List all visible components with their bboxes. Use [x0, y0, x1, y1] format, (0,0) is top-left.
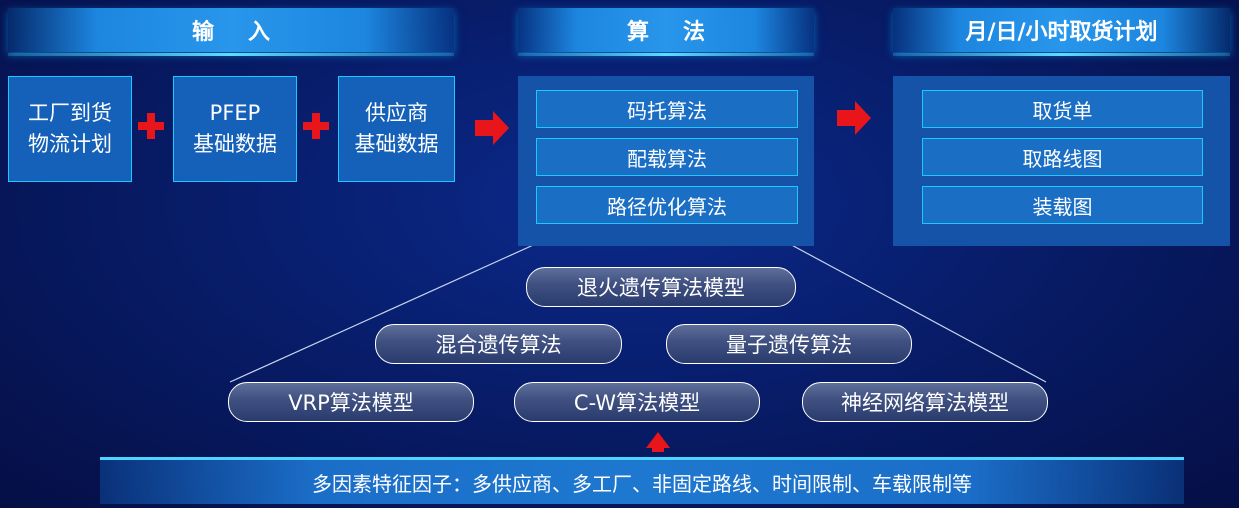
model-pill: 混合遗传算法	[375, 324, 622, 364]
model-pill-label: VRP算法模型	[288, 391, 414, 415]
algorithm-header: 算法	[518, 8, 814, 56]
factors-bar: 多因素特征因子：多供应商、多工厂、非固定路线、时间限制、车载限制等	[100, 457, 1184, 504]
model-pill-label: C-W算法模型	[573, 391, 701, 415]
output-item-label: 取路线图	[1022, 146, 1103, 171]
model-pill-label: 退火遗传算法模型	[577, 276, 745, 300]
algorithm-item-label: 码托算法	[627, 98, 707, 123]
right-arrow-icon	[837, 101, 871, 135]
model-pill: VRP算法模型	[228, 382, 474, 422]
algorithm-item: 码托算法	[536, 90, 798, 128]
plus-icon	[138, 113, 164, 139]
model-pill: 量子遗传算法	[666, 324, 912, 364]
output-item: 取货单	[922, 90, 1203, 128]
input-box-label: 供应商 基础数据	[354, 101, 439, 156]
right-arrow-icon	[475, 111, 509, 145]
algorithm-item: 路径优化算法	[536, 186, 798, 224]
model-pill-label: 神经网络算法模型	[841, 391, 1009, 415]
factors-label: 多因素特征因子：多供应商、多工厂、非固定路线、时间限制、车载限制等	[312, 471, 972, 496]
right-connector-line	[785, 241, 1047, 383]
input-header-label: 输入	[191, 20, 304, 45]
output-item: 取路线图	[922, 138, 1203, 176]
output-item: 装载图	[922, 186, 1203, 224]
plan-header-label: 月/日/小时取货计划	[965, 20, 1158, 45]
plus-icon	[303, 113, 329, 139]
model-pill: C-W算法模型	[514, 382, 760, 422]
left-connector-line	[229, 241, 541, 383]
output-item-label: 装载图	[1032, 194, 1093, 219]
input-box-factory-plan: 工厂到货 物流计划	[8, 76, 132, 182]
algorithm-panel: 码托算法 配载算法 路径优化算法	[518, 76, 814, 246]
algorithm-header-label: 算法	[626, 20, 739, 45]
model-pill: 神经网络算法模型	[802, 382, 1048, 422]
input-header: 输入	[8, 8, 454, 56]
output-panel: 取货单 取路线图 装载图	[893, 76, 1230, 246]
input-box-pfep: PFEP 基础数据	[173, 76, 297, 182]
input-box-label: 工厂到货 物流计划	[28, 101, 112, 156]
model-pill-label: 混合遗传算法	[435, 333, 562, 357]
input-box-label: PFEP 基础数据	[193, 101, 277, 156]
up-arrow-icon	[646, 432, 670, 452]
input-box-supplier: 供应商 基础数据	[338, 76, 455, 182]
algorithm-item-label: 配载算法	[627, 146, 707, 171]
model-pill-label: 量子遗传算法	[726, 333, 852, 357]
model-pill: 退火遗传算法模型	[526, 267, 796, 307]
output-item-label: 取货单	[1032, 98, 1093, 123]
plan-header: 月/日/小时取货计划	[893, 8, 1230, 56]
algorithm-item-label: 路径优化算法	[607, 194, 727, 219]
algorithm-item: 配载算法	[536, 138, 798, 176]
